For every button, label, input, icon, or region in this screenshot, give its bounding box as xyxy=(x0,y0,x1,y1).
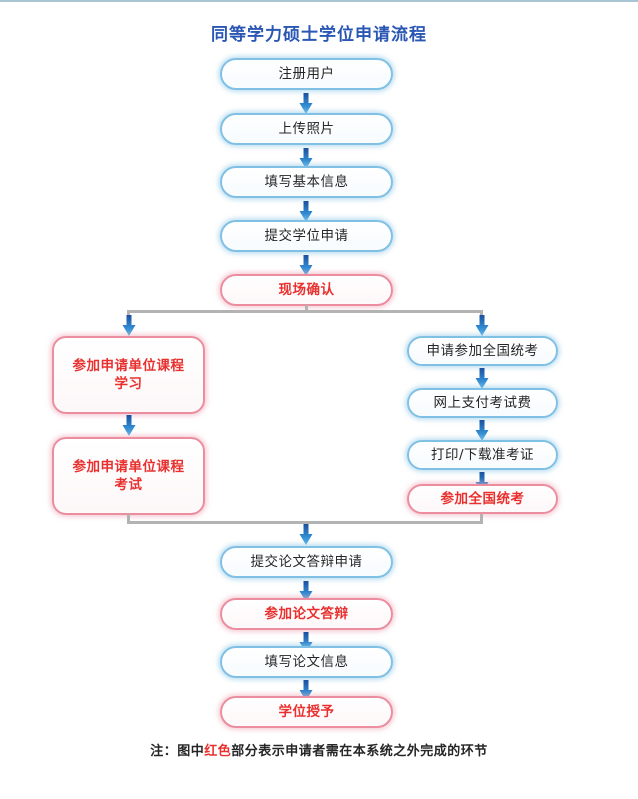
arrow-down-icon xyxy=(299,148,313,169)
node-pay-exam-fee[interactable]: 网上支付考试费 xyxy=(407,388,558,418)
node-degree-awarded[interactable]: 学位授予 xyxy=(220,696,393,728)
node-basic-info[interactable]: 填写基本信息 xyxy=(220,166,393,198)
node-upload-photo[interactable]: 上传照片 xyxy=(220,113,393,145)
arrow-down-icon xyxy=(299,581,313,602)
node-submit-defense-application[interactable]: 提交论文答辩申请 xyxy=(220,546,393,578)
arrow-down-icon xyxy=(299,680,313,701)
arrow-down-icon xyxy=(299,201,313,222)
node-unit-course-study[interactable]: 参加申请单位课程 学习 xyxy=(52,336,205,414)
node-onsite-confirmation[interactable]: 现场确认 xyxy=(220,274,393,306)
node-unit-course-exam-line1: 参加申请单位课程 xyxy=(72,458,185,475)
arrow-down-icon xyxy=(299,524,313,545)
arrow-down-icon xyxy=(475,315,489,336)
legend-note-highlight: 红色 xyxy=(204,744,232,759)
node-apply-national-exam[interactable]: 申请参加全国统考 xyxy=(407,336,558,366)
arrow-down-icon xyxy=(475,368,489,389)
node-unit-course-study-line1: 参加申请单位课程 xyxy=(72,357,185,374)
node-unit-course-exam-line2: 考试 xyxy=(114,477,143,493)
legend-note-suffix: 部分表示申请者需在本系统之外完成的环节 xyxy=(231,744,488,759)
legend-note-prefix: 注：图中 xyxy=(150,744,205,759)
arrow-down-icon xyxy=(475,472,489,493)
node-print-admit-card[interactable]: 打印/下载准考证 xyxy=(407,440,558,470)
node-take-national-exam[interactable]: 参加全国统考 xyxy=(407,484,558,514)
top-rule-divider xyxy=(0,0,638,2)
connector-split-stem xyxy=(305,305,308,313)
node-unit-course-exam[interactable]: 参加申请单位课程 考试 xyxy=(52,437,205,515)
arrow-down-icon xyxy=(122,415,136,436)
legend-note: 注：图中红色部分表示申请者需在本系统之外完成的环节 xyxy=(0,740,638,759)
connector-split-bar xyxy=(127,310,483,313)
arrow-down-icon xyxy=(122,315,136,336)
node-submit-degree-application[interactable]: 提交学位申请 xyxy=(220,220,393,252)
node-unit-course-study-line2: 学习 xyxy=(114,376,143,392)
connector-merge-left-riser xyxy=(127,514,130,524)
arrow-down-icon xyxy=(299,255,313,276)
page-title: 同等学力硕士学位申请流程 xyxy=(211,25,427,45)
arrow-down-icon xyxy=(299,632,313,653)
arrow-down-icon xyxy=(475,420,489,441)
connector-merge-right-riser xyxy=(480,514,483,524)
node-fill-thesis-info[interactable]: 填写论文信息 xyxy=(220,646,393,678)
arrow-down-icon xyxy=(299,93,313,114)
node-attend-thesis-defense[interactable]: 参加论文答辩 xyxy=(220,598,393,630)
node-register[interactable]: 注册用户 xyxy=(220,58,393,90)
